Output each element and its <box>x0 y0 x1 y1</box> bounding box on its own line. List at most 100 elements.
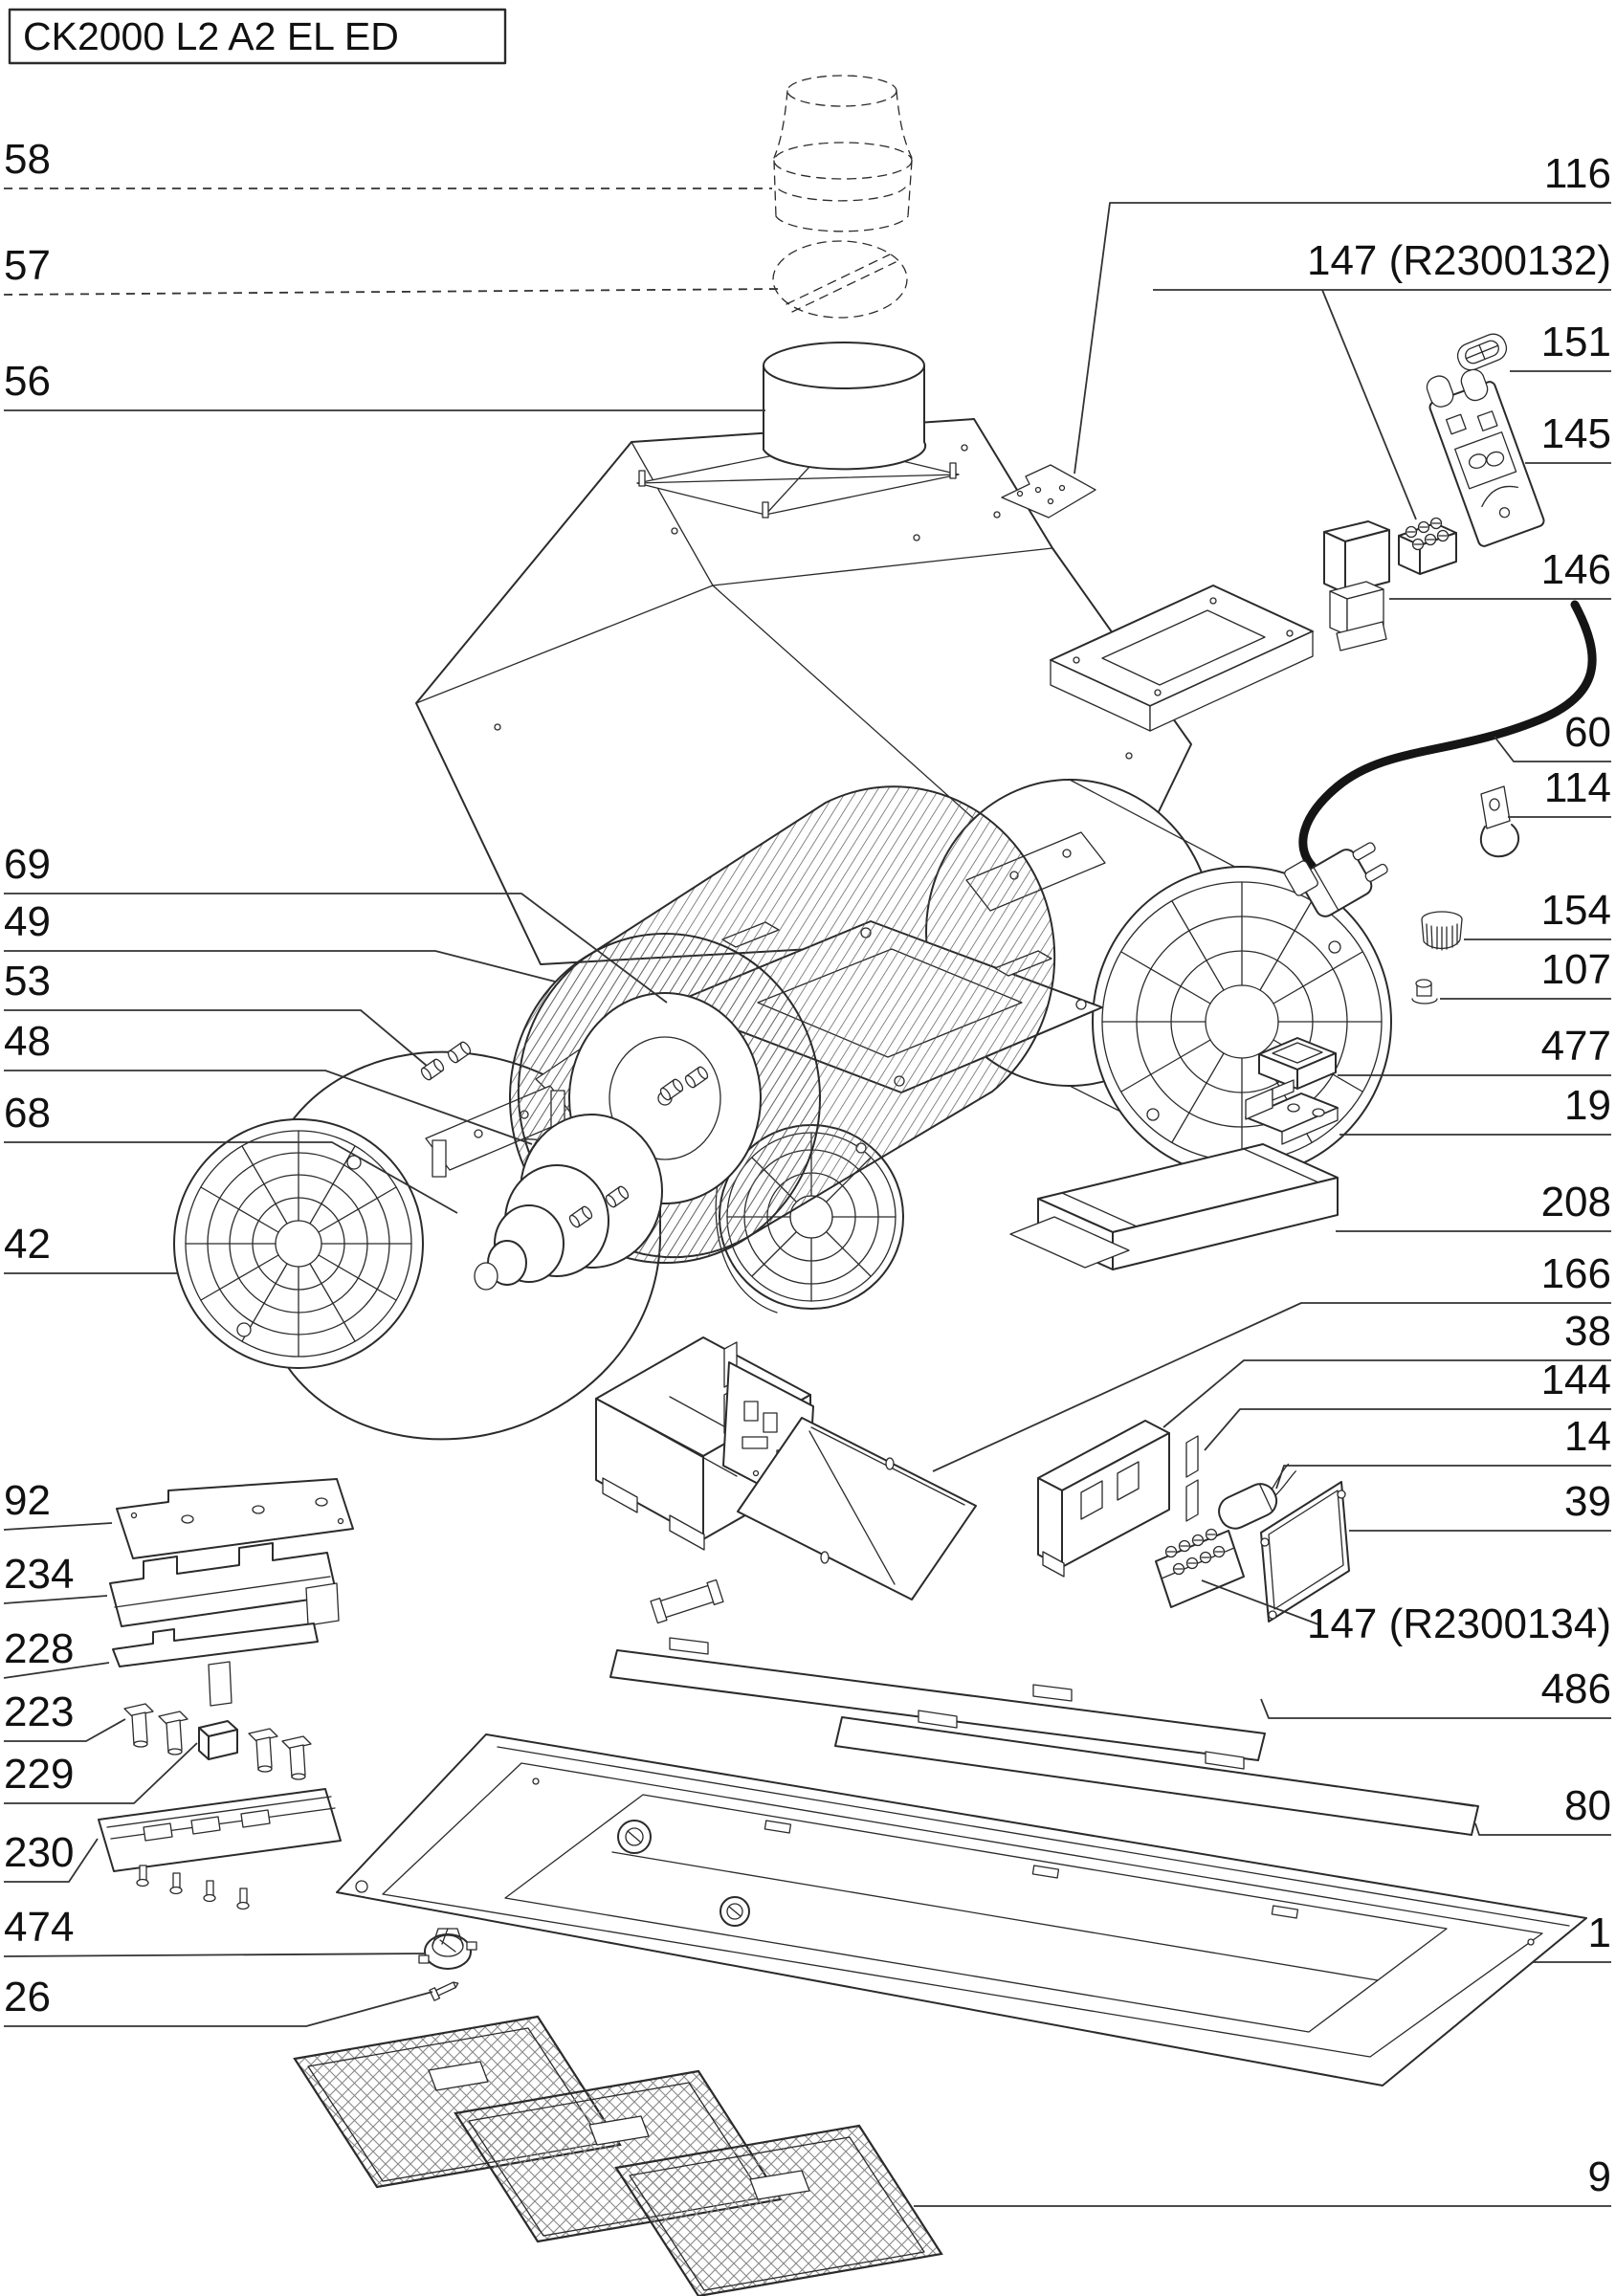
part-label-49: 49 <box>4 898 51 945</box>
leader-14 <box>1275 1465 1611 1490</box>
leader-38 <box>1162 1359 1611 1428</box>
part-label-92: 92 <box>4 1477 51 1524</box>
part-label-474: 474 <box>4 1904 74 1951</box>
part-474-knob-drawing <box>418 1928 477 1970</box>
part-19-bracket-drawing <box>1245 1079 1339 1145</box>
part-label-114: 114 <box>1544 764 1611 811</box>
leader-60 <box>1494 736 1611 762</box>
part-label-19: 19 <box>1564 1082 1611 1129</box>
page-title: CK2000 L2 A2 EL ED <box>23 14 399 58</box>
part-42-grille-drawing <box>173 1118 424 1369</box>
part-label-486: 486 <box>1541 1666 1611 1712</box>
part-label-208: 208 <box>1541 1179 1611 1225</box>
part-144-clips-drawing <box>1185 1435 1199 1522</box>
part-label-144: 144 <box>1541 1357 1611 1403</box>
part-label-151: 151 <box>1541 319 1611 365</box>
part-label-42: 42 <box>4 1221 51 1268</box>
part-label-56: 56 <box>4 358 51 405</box>
leader-144 <box>1204 1408 1611 1451</box>
part-234-channel-drawing <box>109 1542 340 1627</box>
part-146-capacitor-drawing <box>1323 520 1390 651</box>
part-107-plug-button-drawing <box>1411 979 1438 1004</box>
part-label-229: 229 <box>4 1751 74 1798</box>
part-154-grommet-drawing <box>1421 911 1463 951</box>
leader-147b <box>1201 1579 1319 1625</box>
leader-92 <box>3 1522 113 1531</box>
leader-49 <box>4 950 556 982</box>
leader-57 <box>3 288 781 296</box>
leader-147a-diag <box>1321 289 1417 520</box>
part-label-145: 145 <box>1541 410 1611 457</box>
leader-474 <box>3 1953 425 1957</box>
part-477-bracket-drawing <box>1258 1037 1337 1090</box>
part-114-clamp-drawing <box>1479 785 1520 858</box>
leader-116 <box>1074 202 1611 475</box>
part-label-230: 230 <box>4 1829 74 1876</box>
part-label-14: 14 <box>1564 1413 1611 1460</box>
part-166-electronics-drawing <box>595 1336 977 1624</box>
part-230-button-strip-drawing <box>98 1788 342 1910</box>
part-38-box-drawing <box>1037 1420 1170 1578</box>
part-116-plate-drawing <box>1001 464 1096 519</box>
leader-228 <box>3 1662 110 1679</box>
part-486-strip-drawing <box>609 1637 1266 1761</box>
leader-229 <box>4 1742 198 1804</box>
part-label-57: 57 <box>4 242 51 289</box>
leader-223 <box>4 1718 126 1742</box>
part-223-buttons-drawing <box>123 1703 188 1755</box>
part-label-147a: 147 (R2300132) <box>1307 237 1611 284</box>
duct-flange-drawing <box>1050 585 1314 732</box>
part-80-strip-drawing <box>834 1710 1479 1836</box>
part-label-39: 39 <box>1564 1478 1611 1525</box>
part-145-switch-drawing <box>1426 368 1545 547</box>
part-label-1: 1 <box>1588 1910 1611 1956</box>
part-label-477: 477 <box>1541 1023 1611 1070</box>
panel-knob-a <box>617 1820 652 1854</box>
part-26-screw-drawing <box>429 1981 459 2001</box>
part-147a-terminal-block-drawing <box>1398 517 1457 575</box>
fuse-drawing <box>650 1578 724 1624</box>
leader-48 <box>4 1070 533 1145</box>
part-229-buttons-drawing <box>198 1720 312 1780</box>
part-label-223: 223 <box>4 1689 74 1735</box>
part-58-duct-drawing <box>773 75 913 232</box>
part-60-power-cord-drawing <box>1284 600 1597 917</box>
part-147b-terminal-strip-drawing <box>1155 1528 1245 1608</box>
leader-69 <box>4 893 668 1004</box>
part-label-48: 48 <box>4 1018 51 1065</box>
part-14-capacitor-drawing <box>1218 1463 1296 1530</box>
part-92-strip-drawing <box>116 1478 354 1559</box>
part-label-146: 146 <box>1541 546 1611 593</box>
part-label-60: 60 <box>1564 709 1611 756</box>
part-9-filters-drawing <box>293 2015 943 2296</box>
part-label-53: 53 <box>4 958 51 1004</box>
part-label-80: 80 <box>1564 1782 1611 1829</box>
part-57-damper-drawing <box>772 240 908 319</box>
leader-234 <box>3 1595 108 1604</box>
leader-53 <box>4 1009 428 1067</box>
part-label-69: 69 <box>4 841 51 888</box>
part-228-rail-drawing <box>112 1623 319 1707</box>
part-label-147b: 147 (R2300134) <box>1307 1601 1611 1647</box>
part-label-38: 38 <box>1564 1308 1611 1355</box>
part-1-bottom-panel-drawing <box>336 1733 1587 2086</box>
callout-labels: 58 57 56 69 49 53 48 68 42 92 234 228 22… <box>4 136 1611 2200</box>
leader-80 <box>1474 1822 1611 1836</box>
part-151-clip-drawing <box>1456 333 1508 371</box>
leader-26 <box>4 1991 433 2027</box>
part-label-58: 58 <box>4 136 51 183</box>
leader-230 <box>4 1838 99 1883</box>
part-label-154: 154 <box>1541 887 1611 934</box>
part-label-228: 228 <box>4 1625 74 1672</box>
panel-knob-b <box>719 1896 750 1927</box>
part-label-26: 26 <box>4 1974 51 2020</box>
part-56-outlet-drawing <box>636 342 960 519</box>
part-48-inlet-cone-drawing <box>474 1114 663 1291</box>
leader-lines <box>3 188 1611 2207</box>
part-label-9: 9 <box>1588 2153 1611 2200</box>
part-label-68: 68 <box>4 1090 51 1137</box>
leader-486 <box>1260 1698 1611 1719</box>
leader-166 <box>932 1302 1611 1472</box>
